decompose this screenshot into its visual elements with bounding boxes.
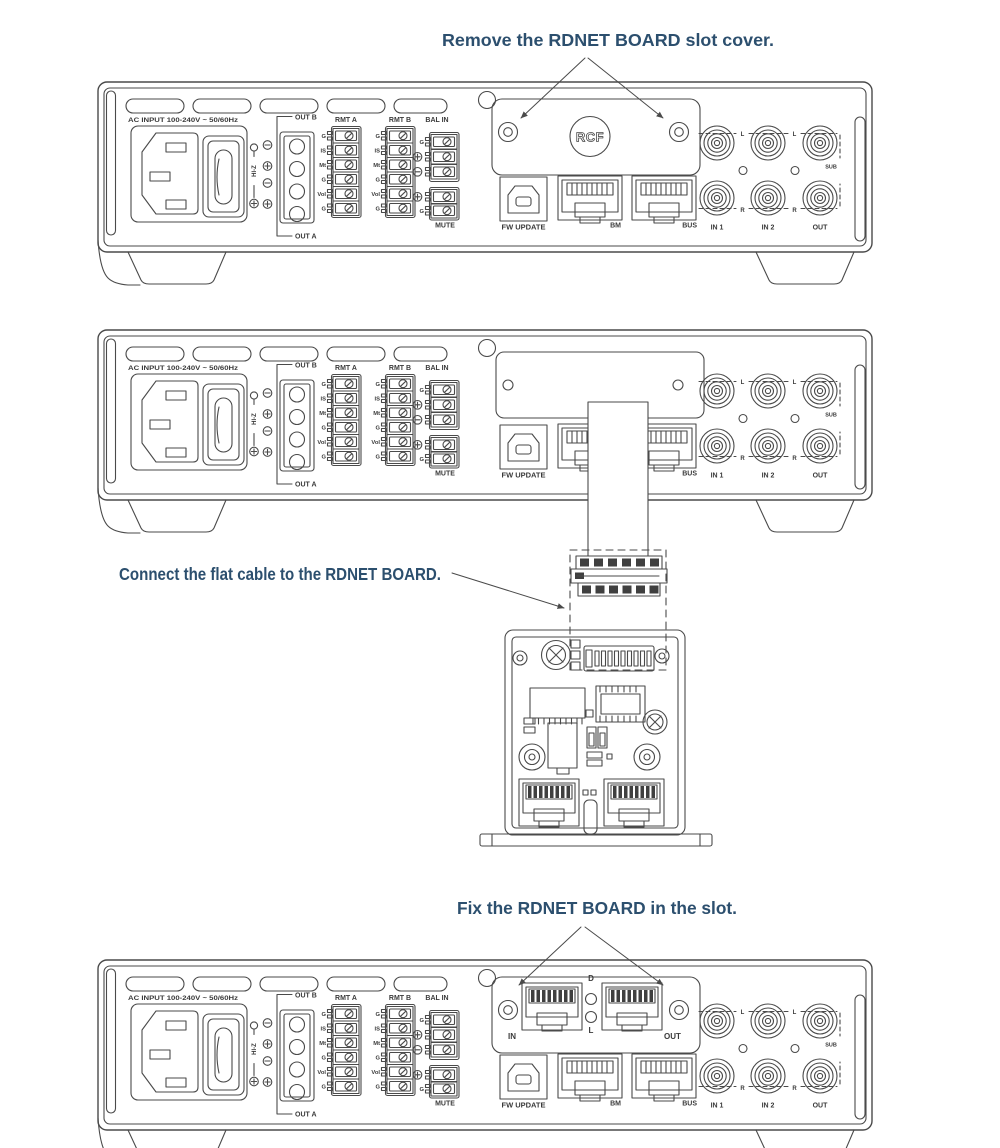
standoff-icon — [518, 743, 661, 771]
transformer-icon — [595, 685, 646, 723]
rdnet-in-port — [521, 982, 583, 1032]
link-led-icon — [584, 1010, 598, 1024]
step1-annotation: Remove the RDNET BOARD slot cover. — [442, 30, 774, 50]
board-rj45-out — [603, 778, 665, 828]
step2-figure: Connect the flat cable to the RDNET BOAR… — [98, 330, 872, 847]
rcf-logo-text: RCF — [576, 130, 604, 145]
cable-connector — [570, 555, 668, 597]
step1-arrows — [520, 57, 664, 119]
rcf-logo: RCF — [569, 115, 611, 158]
step3-figure: Fix the RDNET BOARD in the slot. D L IN … — [98, 898, 872, 1148]
link-led-label: L — [589, 1026, 594, 1035]
flat-cable — [587, 401, 649, 558]
rear-panel-step2 — [98, 330, 872, 533]
rear-panel-step3 — [98, 960, 872, 1148]
adjustment-screw-icon — [642, 709, 668, 735]
data-led-icon — [584, 992, 598, 1006]
rdnet-board — [479, 629, 713, 847]
step1-figure: Remove the RDNET BOARD slot cover. RCF — [98, 30, 872, 285]
ic-chip-icon — [529, 687, 594, 725]
rdnet-out-port — [601, 982, 663, 1032]
trimmer-icon — [540, 639, 572, 671]
board-header-connector — [583, 645, 655, 672]
rdnet-out-label: OUT — [664, 1032, 681, 1041]
board-rj45-in — [518, 778, 580, 828]
connection-highlight-box — [569, 549, 667, 671]
step3-arrows — [518, 926, 664, 986]
step2-annotation: Connect the flat cable to the RDNET BOAR… — [119, 564, 441, 584]
data-led-label: D — [588, 974, 594, 983]
slot-cover: RCF — [491, 98, 701, 176]
rdnet-in-label: IN — [508, 1032, 516, 1041]
board-flange — [479, 833, 713, 847]
step3-annotation: Fix the RDNET BOARD in the slot. — [457, 898, 737, 918]
installed-rdnet-board: D L IN OUT — [491, 974, 701, 1054]
rear-panel-step1 — [98, 82, 872, 285]
step2-arrow — [451, 572, 565, 609]
